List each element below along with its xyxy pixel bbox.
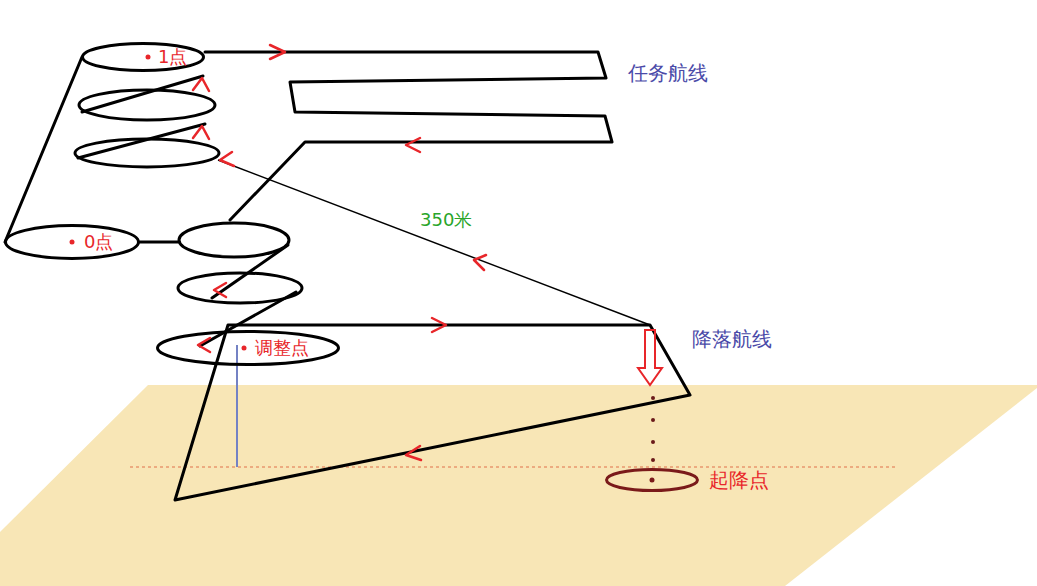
direction-arrow (406, 446, 421, 460)
route-label: 任务航线 (626, 62, 710, 84)
descent-dot (651, 396, 655, 400)
route-link (140, 241, 178, 244)
return-line (218, 160, 650, 325)
route-label: 降落航线 (690, 328, 774, 350)
waypoint-dot (242, 346, 247, 351)
waypoint-ellipse: 调整点 (156, 330, 340, 366)
climb-spiral-link (78, 124, 205, 158)
connector-line (5, 57, 82, 242)
waypoint-dot (70, 240, 75, 245)
ellipse-outline (4, 224, 140, 260)
direction-arrow (193, 126, 209, 139)
direction-arrow (406, 138, 420, 152)
direction-arrow (270, 45, 285, 59)
descent-dot (651, 418, 655, 422)
waypoint-ellipse: 0点 (4, 224, 140, 260)
ground-reference-line (130, 467, 895, 468)
climb-spiral-link (82, 76, 203, 112)
ellipse-outline (607, 470, 698, 491)
ellipse-outline (83, 44, 204, 71)
ground-plane (0, 385, 1037, 586)
ellipse-outline (6, 226, 139, 259)
descend-arrow (638, 330, 662, 385)
waypoint-label: 起降点 (709, 469, 769, 491)
descent-spiral-link (212, 245, 288, 298)
descent-dot (651, 458, 655, 462)
ellipse-outline (156, 330, 340, 366)
waypoint-dot (146, 55, 151, 60)
waypoint-label: 调整点 (255, 338, 309, 358)
direction-arrow (198, 338, 210, 352)
waypoint-label: 1点 (158, 47, 187, 67)
ellipse-outline (158, 332, 339, 365)
direction-arrow (474, 255, 486, 270)
route-label: 350米 (418, 210, 474, 230)
direction-arrow (193, 78, 209, 91)
waypoint-label: 0点 (84, 232, 113, 252)
descent-spiral-loop (179, 223, 289, 257)
direction-arrow (214, 283, 226, 297)
waypoint-dot (650, 478, 655, 483)
direction-arrow (220, 152, 234, 166)
ellipse-outline (605, 468, 699, 492)
climb-spiral-loop (79, 90, 215, 120)
waypoint-ellipse: 1点 (81, 42, 205, 72)
descent-dot (651, 440, 655, 444)
mission-route (205, 52, 612, 220)
waypoint-ellipse: 起降点 (605, 468, 699, 492)
direction-arrow (432, 318, 446, 332)
